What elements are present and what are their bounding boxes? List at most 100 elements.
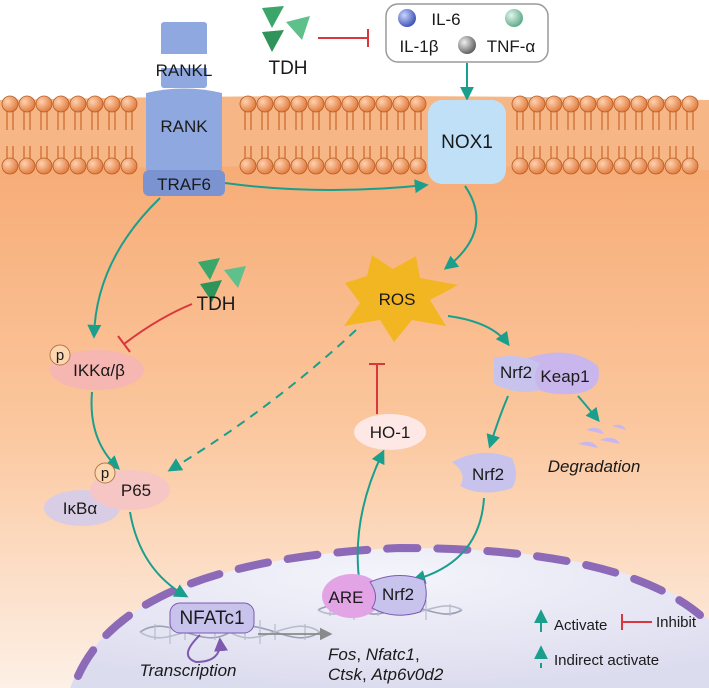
rankl-label: RANKL xyxy=(156,61,213,80)
phospholipid-head xyxy=(120,157,138,175)
il1b-label: IL-1β xyxy=(399,37,438,56)
phospholipid-head xyxy=(511,95,529,113)
arrow-complex-nrf2 xyxy=(486,395,509,449)
il6-ball xyxy=(398,9,416,27)
are-label: ARE xyxy=(329,588,364,607)
nox1-label: NOX1 xyxy=(441,132,493,153)
gene-atp6v0d2: Atp6v0d2 xyxy=(370,665,443,684)
ros-label: ROS xyxy=(379,290,416,309)
arrow-keap1-degradation xyxy=(577,395,600,423)
phospholipid-head xyxy=(375,157,393,175)
tdh-triangle-icon xyxy=(200,280,222,302)
tdh-top-label: TDH xyxy=(268,58,307,79)
phospholipid-head xyxy=(120,95,138,113)
tnfa-label: TNF-α xyxy=(487,37,536,56)
phospholipid-head xyxy=(256,157,274,175)
phospholipid-head xyxy=(69,157,87,175)
phospholipid-head xyxy=(562,157,580,175)
phospholipid-head xyxy=(341,95,359,113)
phospholipid-head xyxy=(681,157,699,175)
legend-inhibit-icon xyxy=(621,614,652,630)
p65-complex: IκBα P65 p xyxy=(44,462,170,526)
phospholipid-head xyxy=(409,95,427,113)
gene-sep3: , xyxy=(362,665,371,684)
phospholipid-head xyxy=(290,95,308,113)
ikba-label: IκBα xyxy=(63,499,98,518)
phospholipid-head xyxy=(545,157,563,175)
phospholipid-head xyxy=(86,95,104,113)
keap1-label: Keap1 xyxy=(540,367,589,386)
arrow-transcription-loop xyxy=(187,634,228,664)
phospholipid-head xyxy=(528,157,546,175)
tdh-triangle-icon xyxy=(286,16,310,40)
nfatc1-label: NFATc1 xyxy=(179,608,244,629)
gene-sep1: , xyxy=(356,645,365,664)
phospholipid-head xyxy=(324,95,342,113)
traf6-box xyxy=(143,170,225,196)
phospholipid-head xyxy=(256,95,274,113)
nrf2-nuclear-label: Nrf2 xyxy=(382,585,414,604)
phospholipid-head xyxy=(86,157,104,175)
il1b-ball xyxy=(458,36,476,54)
tdh-triangle-icon xyxy=(262,6,284,28)
nuclear-envelope xyxy=(74,543,704,680)
tdh-top: TDH xyxy=(262,6,310,79)
target-genes-line2: Ctsk, Atp6v0d2 xyxy=(328,665,444,684)
tdh-triangle-icon xyxy=(224,266,246,288)
phospholipid-head xyxy=(613,95,631,113)
inhibit-ho1-ros xyxy=(369,363,385,414)
rank-receptor: RANKL RANK TRAF6 xyxy=(143,22,225,196)
nrf2-bound xyxy=(494,356,540,392)
phospholipid-head xyxy=(358,95,376,113)
phospholipid-head xyxy=(579,95,597,113)
traf6-label: TRAF6 xyxy=(157,175,211,194)
phospholipid-head xyxy=(103,157,121,175)
inhibit-tdh-cytokines xyxy=(318,29,369,47)
nucleus xyxy=(70,543,709,688)
phospho-p65-icon xyxy=(94,462,116,484)
phospholipid-head xyxy=(511,157,529,175)
ho1-label: HO-1 xyxy=(370,423,411,442)
phospholipid-head xyxy=(562,95,580,113)
phospholipid-head xyxy=(613,157,631,175)
phospholipid-head xyxy=(290,157,308,175)
phospholipid-head xyxy=(596,95,614,113)
phospholipid-head xyxy=(375,95,393,113)
arrow-nrf2-are xyxy=(411,497,485,584)
phospholipid-head xyxy=(18,95,36,113)
tdh-triangle-icon xyxy=(198,258,220,280)
phospholipid-head xyxy=(392,95,410,113)
phospholipid-head xyxy=(35,95,53,113)
phospholipid-head xyxy=(239,95,257,113)
phospholipid-head xyxy=(273,95,291,113)
legend-indirect-label: Indirect activate xyxy=(554,652,659,669)
legend: Activate Inhibit Indirect activate xyxy=(534,609,697,669)
nox1: NOX1 xyxy=(428,100,506,184)
target-genes-line1: Fos, Nfatc1, xyxy=(328,645,420,664)
phospholipid-head xyxy=(528,95,546,113)
legend-inhibit-label: Inhibit xyxy=(656,614,697,631)
tdh-triangle-icon xyxy=(262,30,284,52)
gene-ctsk: Ctsk xyxy=(328,665,364,684)
il6-label: IL-6 xyxy=(431,10,460,29)
phospholipid-head xyxy=(681,95,699,113)
phospholipid-head xyxy=(307,157,325,175)
phospholipid-head xyxy=(1,95,19,113)
phospholipid-head xyxy=(358,157,376,175)
cytokine-box: IL-6 IL-1β TNF-α xyxy=(385,3,549,63)
phospholipid-head xyxy=(324,157,342,175)
phospholipid-head xyxy=(579,157,597,175)
tdh-mid: TDH xyxy=(196,258,246,315)
phospholipid-head xyxy=(392,157,410,175)
phospholipid-head xyxy=(664,95,682,113)
phospholipid-head xyxy=(596,157,614,175)
cell-membrane xyxy=(0,95,709,175)
nrf2-free-label: Nrf2 xyxy=(472,465,504,484)
ros-burst-icon xyxy=(344,255,458,342)
inhibit-tdh-ikk xyxy=(117,303,193,353)
ho1: HO-1 xyxy=(354,414,426,450)
arrow-traf6-ikk xyxy=(87,197,161,339)
phospho-ikk-label: p xyxy=(56,347,64,364)
phospholipid-head xyxy=(409,157,427,175)
